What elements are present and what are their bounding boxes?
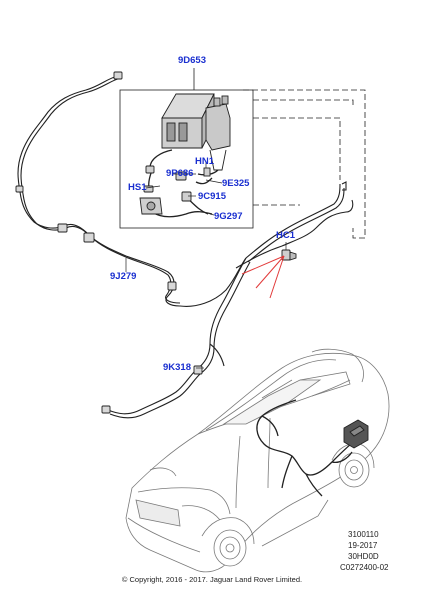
callout-9K318: 9K318 bbox=[163, 362, 191, 373]
callout-9J279: 9J279 bbox=[110, 271, 137, 282]
callout-9P686: 9P686 bbox=[166, 168, 194, 179]
callout-9C915: 9C915 bbox=[198, 191, 226, 202]
reference-line-3: 30HD0D bbox=[348, 552, 379, 561]
callout-9G297: 9G297 bbox=[214, 211, 243, 222]
callout-HN1: HN1 bbox=[195, 156, 215, 167]
callout-HS1: HS1 bbox=[128, 182, 147, 193]
callout-9E325: 9E325 bbox=[222, 178, 250, 189]
dashed-connectors bbox=[243, 89, 366, 239]
callout-leaders bbox=[125, 162, 287, 369]
callout-9D653: 9D653 bbox=[178, 55, 206, 66]
hose-to-tank bbox=[235, 181, 354, 269]
reference-line-2: 19-2017 bbox=[348, 541, 378, 550]
vehicle-canister bbox=[343, 419, 369, 449]
callout-HC1: HC1 bbox=[276, 230, 296, 241]
copyright-notice: © Copyright, 2016 - 2017. Jaguar Land Ro… bbox=[121, 575, 303, 584]
clip-HC1 bbox=[281, 249, 297, 261]
reference-line-4: C0272400-02 bbox=[340, 563, 389, 572]
vehicle-outline bbox=[125, 348, 390, 573]
hose-9J279-connectors bbox=[15, 71, 177, 291]
reference-line-1: 3100110 bbox=[348, 530, 379, 539]
charcoal-canister bbox=[161, 93, 231, 171]
vehicle-hoses bbox=[256, 399, 357, 497]
detail-connectors bbox=[139, 165, 211, 215]
red-leader-lines bbox=[241, 255, 285, 299]
canister-detail-box bbox=[119, 68, 254, 229]
